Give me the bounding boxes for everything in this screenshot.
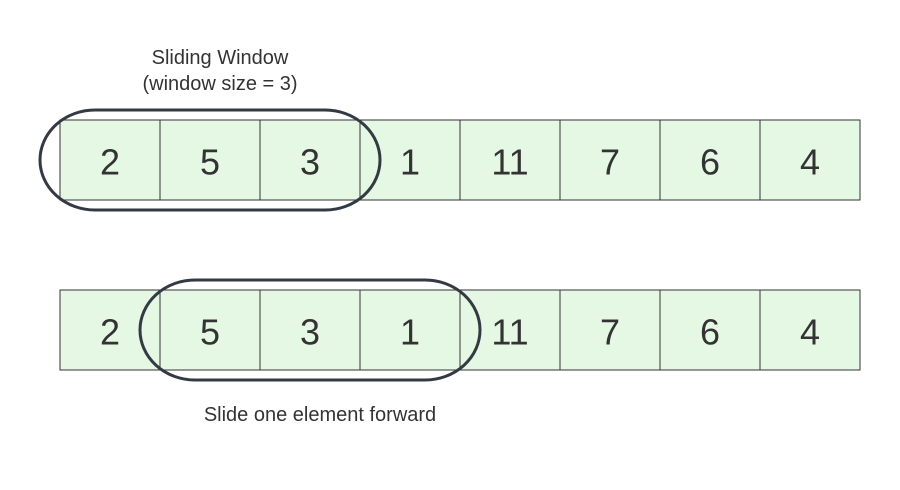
array-cell-box bbox=[559, 119, 661, 201]
array-cell-box bbox=[459, 119, 561, 201]
array-cell: 1 bbox=[359, 289, 461, 371]
array-cell-value: 6 bbox=[700, 312, 720, 353]
array-cell-value: 11 bbox=[491, 142, 528, 183]
title-line-2: (window size = 3) bbox=[142, 73, 298, 95]
array-cell: 7 bbox=[559, 119, 661, 201]
array-cell-box bbox=[259, 119, 361, 201]
array-cell-value: 4 bbox=[800, 142, 820, 183]
diagram-title: Sliding Window (window size = 3) bbox=[90, 45, 350, 97]
array-cell: 4 bbox=[759, 289, 861, 371]
array-cell-value: 7 bbox=[600, 312, 620, 353]
array-cell-value: 2 bbox=[100, 142, 120, 183]
array-cell: 2 bbox=[59, 119, 161, 201]
array-cell-box bbox=[659, 119, 761, 201]
array-cell: 11 bbox=[459, 119, 561, 201]
array-cell-value: 7 bbox=[600, 142, 620, 183]
sliding-window-outline bbox=[138, 278, 482, 382]
slide-caption: Slide one element forward bbox=[203, 404, 437, 426]
array-cell: 5 bbox=[159, 289, 261, 371]
array-cell-value: 1 bbox=[400, 142, 420, 183]
array-cell-value: 2 bbox=[100, 312, 120, 353]
array-cell: 11 bbox=[459, 289, 561, 371]
array-cell-value: 4 bbox=[800, 312, 820, 353]
array-cell-box bbox=[759, 289, 861, 371]
array-cell-box bbox=[559, 289, 661, 371]
sliding-window-outline bbox=[38, 108, 382, 212]
array-cell-box bbox=[659, 289, 761, 371]
array-cell-box bbox=[59, 289, 161, 371]
array-cell: 6 bbox=[659, 119, 761, 201]
array-cell-value: 5 bbox=[200, 142, 220, 183]
array-cell-box bbox=[159, 119, 261, 201]
array-cell: 6 bbox=[659, 289, 761, 371]
array-cell-value: 6 bbox=[700, 142, 720, 183]
array-cell: 4 bbox=[759, 119, 861, 201]
array-cell-value: 5 bbox=[200, 312, 220, 353]
array-cell: 2 bbox=[59, 289, 161, 371]
array-cell-box bbox=[359, 289, 461, 371]
array-cell-box bbox=[759, 119, 861, 201]
title-line-1: Sliding Window bbox=[151, 47, 289, 69]
array-cell: 5 bbox=[159, 119, 261, 201]
array-cell: 1 bbox=[359, 119, 461, 201]
array-cell-box bbox=[259, 289, 361, 371]
array-cell: 3 bbox=[259, 289, 361, 371]
array-cell-value: 1 bbox=[400, 312, 420, 353]
array-cell-box bbox=[59, 119, 161, 201]
array-cell-value: 11 bbox=[491, 312, 528, 353]
array-cell-value: 3 bbox=[300, 142, 320, 183]
array-cell-box bbox=[459, 289, 561, 371]
array-cell: 3 bbox=[259, 119, 361, 201]
array-cell-value: 3 bbox=[300, 312, 320, 353]
array-cell-box bbox=[359, 119, 461, 201]
array-cell: 7 bbox=[559, 289, 661, 371]
